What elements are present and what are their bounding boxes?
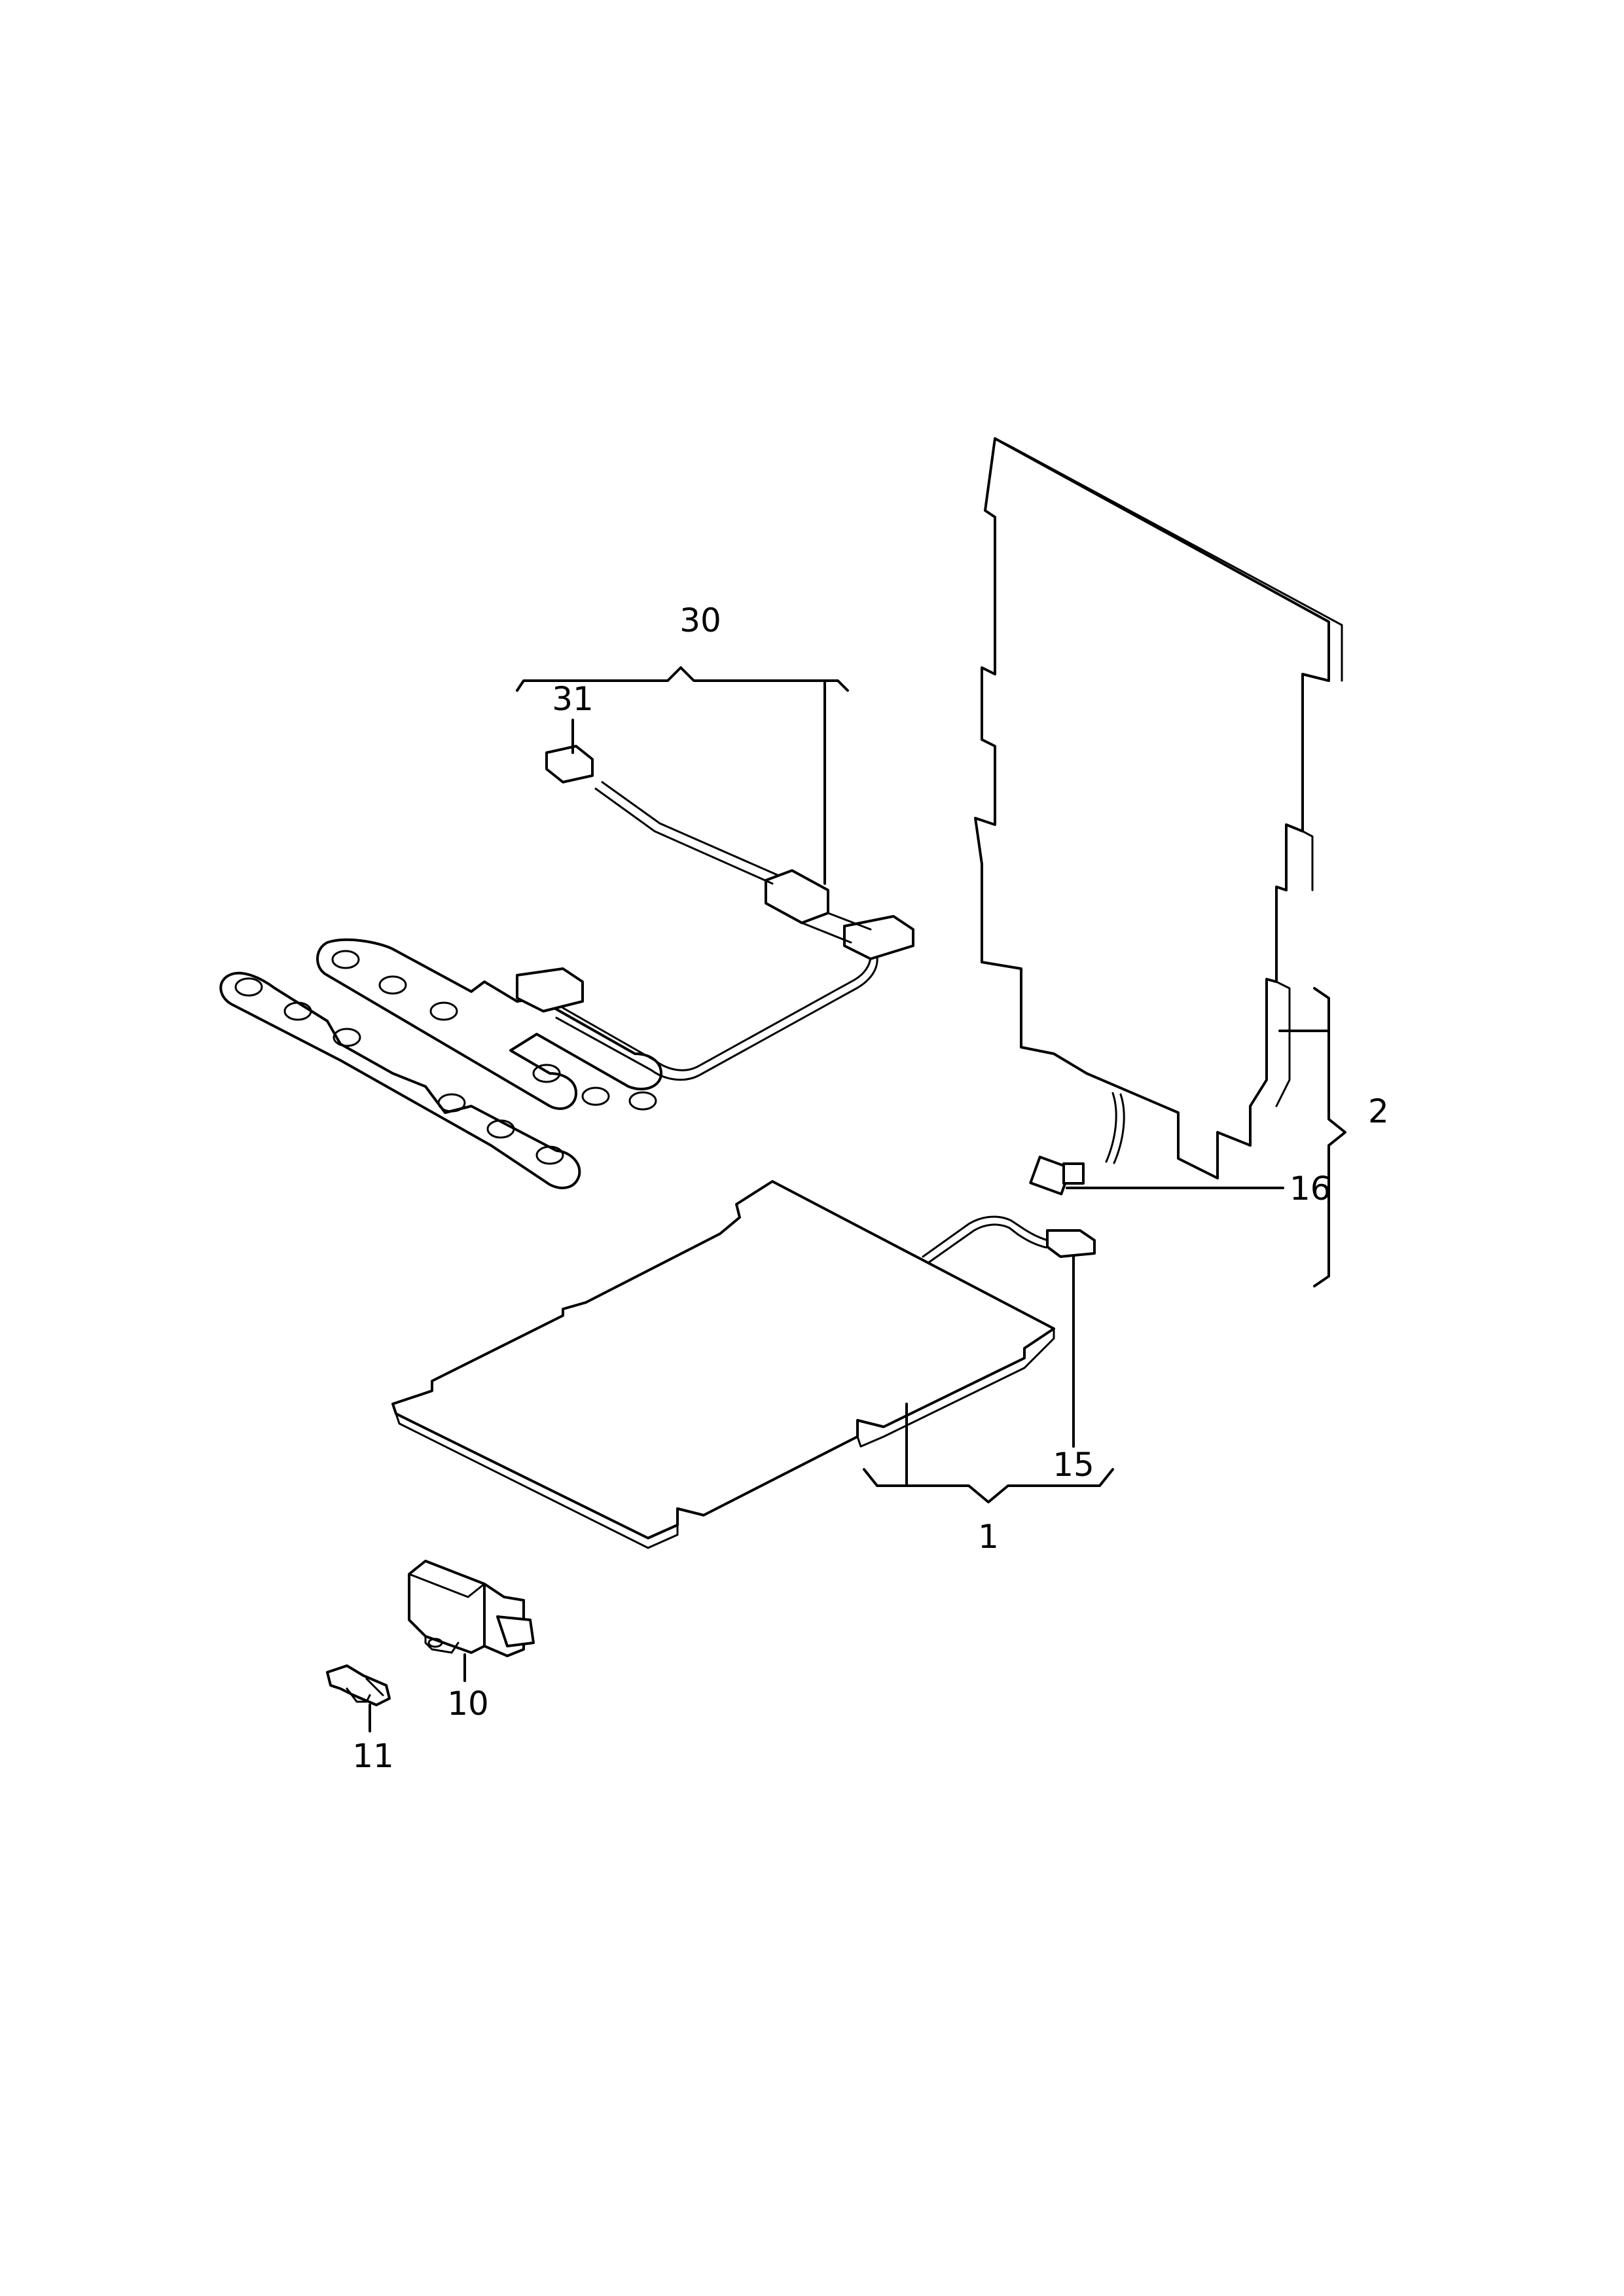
occupant-sensor-mat[interactable] [219,745,914,1189]
control-module[interactable] [408,1560,535,1657]
callout-16: 16 [1290,1170,1331,1208]
leader-lines [369,666,1346,1732]
callout-30: 30 [679,601,721,639]
callout-11: 11 [352,1737,394,1775]
seat-connector[interactable] [922,1215,1096,1263]
seat-heating-pad[interactable] [391,1180,1055,1549]
callout-15: 15 [1053,1446,1094,1484]
callout-10: 10 [447,1685,489,1723]
backrest-connector[interactable] [1029,1092,1125,1196]
callout-1: 1 [978,1518,999,1556]
sensor-pad-circles [234,950,657,1165]
retaining-clip[interactable] [326,1664,391,1706]
callout-2: 2 [1368,1092,1389,1130]
callout-31: 31 [552,680,594,718]
backrest-heating-pad[interactable] [974,437,1343,1179]
